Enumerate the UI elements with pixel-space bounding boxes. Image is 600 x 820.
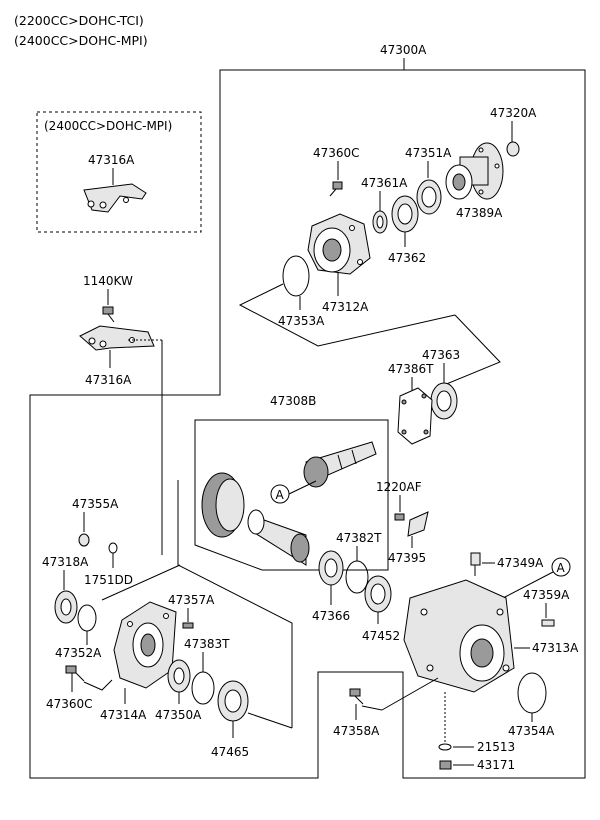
- part-47362-bearing: [391, 195, 419, 233]
- label-47318A: 47318A: [42, 555, 89, 569]
- label-47320A: 47320A: [490, 106, 537, 120]
- part-47363-seal: [430, 382, 458, 420]
- part-1751DD-ring: [108, 542, 118, 554]
- part-47314A-housing: [113, 601, 177, 689]
- label-47316A: 47316A: [85, 373, 132, 387]
- connector-47465: [247, 712, 293, 729]
- connector-1751DD: [101, 564, 181, 601]
- part-47366-seal: [318, 550, 344, 586]
- part-47316A-bracket: [79, 325, 155, 351]
- inset-bracket-part: [83, 183, 147, 213]
- inset-box: [36, 111, 202, 233]
- part-47357A-key: [182, 622, 194, 629]
- part-47465-bearing: [217, 680, 249, 722]
- part-43171-nut: [439, 760, 452, 770]
- part-47313A-case: [403, 579, 515, 693]
- label-47313A: 47313A: [532, 641, 579, 655]
- part-47395-plate: [407, 511, 429, 537]
- label-47389A: 47389A: [456, 206, 503, 220]
- connector-47358A: [361, 705, 383, 711]
- inset-title: (2400CC>DOHC-MPI): [44, 119, 172, 133]
- part-47353A-oring: [282, 255, 310, 297]
- part-1140KW-bolt: [102, 306, 115, 323]
- label-1220AF: 1220AF: [376, 480, 422, 494]
- part-47318A-seal: [54, 590, 78, 624]
- connector-47358A-case: [381, 677, 439, 711]
- part-47355A-plug: [78, 533, 90, 547]
- label-47386T: 47386T: [388, 362, 434, 376]
- label-1140KW: 1140KW: [83, 274, 133, 288]
- part-47359A-pin: [541, 619, 555, 627]
- part-47308B-ring-gear: [201, 472, 245, 538]
- label-47351A: 47351A: [405, 146, 452, 160]
- header-line-1: (2200CC>DOHC-TCI): [14, 13, 144, 28]
- label-1751DD: 1751DD: [84, 573, 133, 587]
- part-47360C-bolt-top: [329, 181, 343, 197]
- part-47350A-seal: [167, 659, 191, 693]
- label-47350A: 47350A: [155, 708, 202, 722]
- label-47361A: 47361A: [361, 176, 408, 190]
- part-47383T-oring: [191, 671, 215, 705]
- part-47389A-flange: [445, 142, 504, 200]
- part-47382T-oring: [345, 560, 369, 594]
- part-47452-bearing: [364, 575, 392, 613]
- part-47354A-oring: [517, 672, 547, 714]
- ref-marker-A-right: A: [551, 557, 571, 577]
- label-47465: 47465: [211, 745, 249, 759]
- label-47355A: 47355A: [72, 497, 119, 511]
- label-47352A: 47352A: [55, 646, 102, 660]
- assembly-label: 47300A: [380, 43, 427, 57]
- label-47360C-top: 47360C: [313, 146, 360, 160]
- part-47361A-spring: [372, 210, 388, 234]
- ref-marker-A-right-leader: [502, 571, 554, 599]
- label-47314A: 47314A: [100, 708, 147, 722]
- part-47352A-oring: [77, 604, 97, 632]
- part-47360C-bolt: [65, 665, 85, 682]
- label-47360C: 47360C: [46, 697, 93, 711]
- label-47452: 47452: [362, 629, 400, 643]
- label-47312A: 47312A: [322, 300, 369, 314]
- part-47308B-pinion-shaft: [303, 441, 377, 488]
- part-47312A-housing: [307, 213, 371, 275]
- label-47359A: 47359A: [523, 588, 570, 602]
- label-47358A: 47358A: [333, 724, 380, 738]
- header-line-2: (2400CC>DOHC-MPI): [14, 33, 148, 48]
- label-47366: 47366: [312, 609, 350, 623]
- part-47351A-seal: [416, 179, 442, 215]
- assembly-outline: [29, 69, 586, 779]
- part-21513-washer: [438, 743, 452, 751]
- ref-marker-A-left-leader: [288, 480, 317, 495]
- svg-text:A: A: [276, 488, 285, 502]
- label-47395: 47395: [388, 551, 426, 565]
- ref-marker-A-left: A: [270, 484, 290, 504]
- label-47308B: 47308B: [270, 394, 316, 408]
- label-47349A: 47349A: [497, 556, 544, 570]
- label-47316A-inset: 47316A: [88, 153, 135, 167]
- connector-lower-left: [177, 480, 293, 728]
- label-43171: 43171: [477, 758, 515, 772]
- part-47308B-output-shaft: [247, 509, 310, 566]
- part-47358A-bolt: [349, 688, 364, 705]
- part-47320A-cap: [506, 141, 520, 157]
- part-47386T-gasket: [397, 387, 433, 445]
- connector-top-assembly: [238, 283, 456, 347]
- label-47362: 47362: [388, 251, 426, 265]
- label-47383T: 47383T: [184, 637, 230, 651]
- label-47353A: 47353A: [278, 314, 325, 328]
- part-1220AF-bolt: [394, 513, 405, 521]
- label-47354A: 47354A: [508, 724, 555, 738]
- label-47357A: 47357A: [168, 593, 215, 607]
- label-47363: 47363: [422, 348, 460, 362]
- svg-text:A: A: [557, 561, 566, 575]
- label-21513: 21513: [477, 740, 515, 754]
- part-47349A-breather: [470, 552, 481, 576]
- connector-47363: [443, 314, 501, 386]
- label-47382T: 47382T: [336, 531, 382, 545]
- connector-47360C: [83, 679, 113, 691]
